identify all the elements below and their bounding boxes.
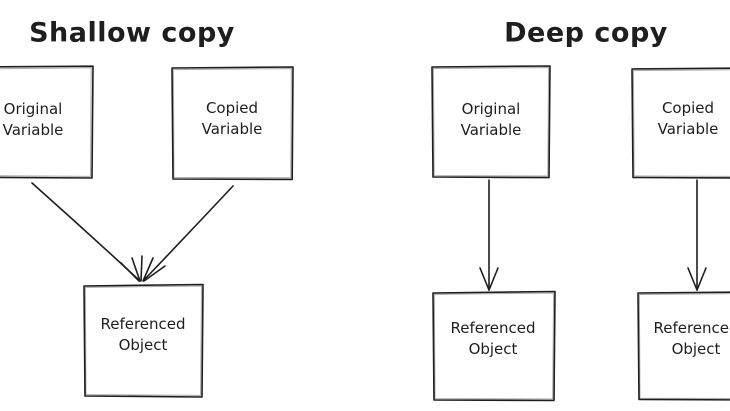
shallow-arrow-original-to-referenced (31, 182, 141, 282)
deep-copied-variable-box (631, 67, 730, 179)
shallow-copied-variable-label: Copied Variable (201, 99, 263, 138)
deep-referenced-object-box-left (432, 290, 556, 402)
deep-arrow-original-to-referenced (479, 179, 499, 291)
shallow-arrow-copied-to-referenced (140, 185, 234, 282)
shallow-copied-variable-box (171, 66, 294, 181)
shallow-original-variable-box (0, 65, 94, 179)
shallow-original-variable-label: Original Variable (2, 100, 64, 139)
deep-copy-title: Deep copy (504, 17, 668, 49)
deep-referenced-object-left-label: Referenced Object (450, 319, 536, 358)
deep-referenced-object-box-right (637, 291, 730, 401)
deep-original-variable-box (431, 65, 551, 179)
deep-copied-variable-label: Copied Variable (657, 99, 719, 138)
shallow-referenced-object-label: Referenced Object (100, 315, 186, 354)
deep-original-variable-label: Original Variable (460, 100, 522, 139)
deep-arrow-copied-to-referenced (687, 179, 707, 291)
shallow-copy-title: Shallow copy (29, 17, 235, 49)
deep-referenced-object-right-label: Referenced Object (653, 319, 730, 358)
shallow-referenced-object-box (83, 283, 204, 398)
